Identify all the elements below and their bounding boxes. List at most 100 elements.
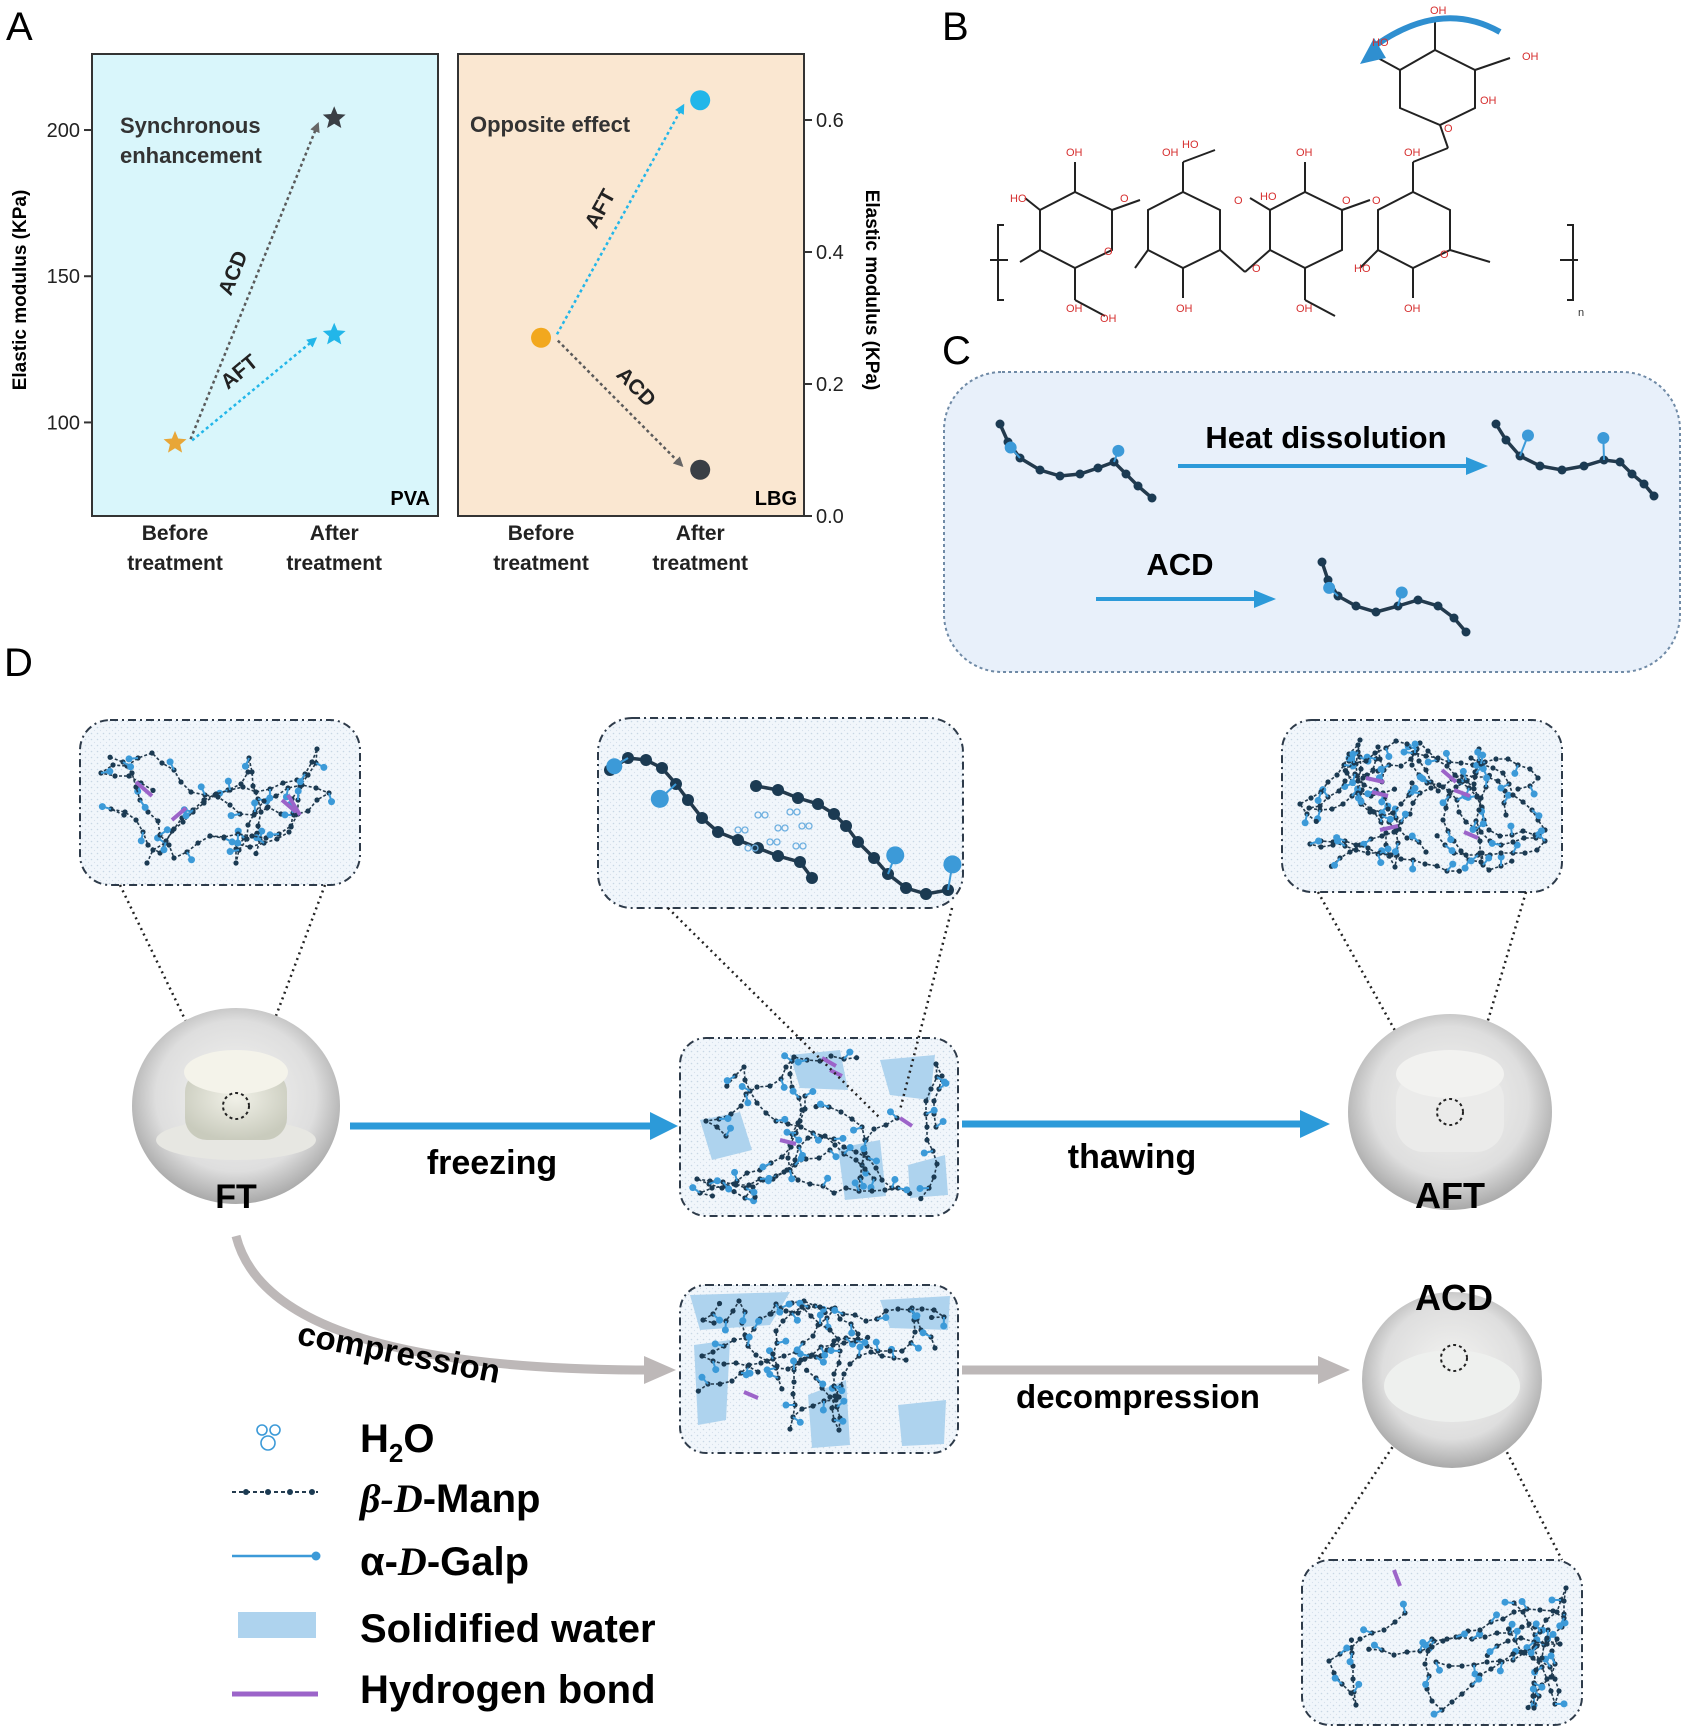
mannose-unit bbox=[932, 1345, 938, 1351]
y-tick-label: 100 bbox=[47, 412, 80, 434]
mannose-unit bbox=[841, 1340, 847, 1346]
mannose-unit bbox=[912, 1329, 918, 1335]
mannose-unit bbox=[798, 1124, 804, 1130]
mannose-unit bbox=[1436, 782, 1442, 788]
mannose-unit bbox=[1446, 1663, 1452, 1669]
data-point-circle bbox=[531, 327, 552, 348]
mannose-unit bbox=[1440, 1638, 1446, 1644]
galactose-unit bbox=[840, 1397, 848, 1405]
chart-lbg: Elastic modulus (KPa) Opposite effect LB… bbox=[457, 53, 882, 575]
mannose-unit bbox=[1549, 1648, 1555, 1654]
mannose-unit bbox=[305, 808, 311, 814]
mannose-unit bbox=[831, 1338, 837, 1344]
mannose-unit bbox=[1491, 419, 1501, 429]
panel-c-box: Heat dissolution ACD bbox=[943, 371, 1681, 673]
acd-label-d: ACD bbox=[1415, 1277, 1493, 1318]
galactose-unit bbox=[1354, 785, 1362, 793]
galactose-unit bbox=[1485, 854, 1493, 862]
mannose-unit bbox=[755, 1369, 761, 1375]
mannose-unit bbox=[1515, 786, 1521, 792]
galactose-unit bbox=[920, 1149, 928, 1157]
galactose-unit bbox=[188, 856, 196, 864]
galactose-unit bbox=[848, 1329, 856, 1337]
galactose-unit bbox=[832, 1153, 840, 1161]
chart-pva-corner-label: PVA bbox=[390, 488, 430, 510]
galactose-unit bbox=[1314, 797, 1322, 805]
mannose-unit bbox=[812, 798, 824, 810]
hydrogen-bond bbox=[779, 1138, 797, 1146]
galactose-unit bbox=[831, 1306, 839, 1314]
mannose-unit bbox=[1500, 1616, 1506, 1622]
mannose-unit bbox=[1550, 1608, 1556, 1614]
atom-label: O bbox=[1120, 193, 1129, 205]
mannose-unit bbox=[1535, 461, 1545, 471]
mannose-unit bbox=[1505, 756, 1511, 762]
hydrogen-bond bbox=[1379, 824, 1399, 832]
galactose-unit bbox=[886, 846, 905, 865]
mannose-unit bbox=[1422, 861, 1428, 867]
mannose-unit bbox=[928, 1314, 935, 1321]
mannose-unit bbox=[817, 1304, 823, 1310]
mannose-unit bbox=[1407, 811, 1413, 817]
mannose-unit bbox=[1511, 1609, 1517, 1615]
galactose-unit bbox=[814, 1136, 822, 1144]
thawing-arrow bbox=[962, 1110, 1330, 1138]
mannose-unit bbox=[261, 798, 267, 804]
atom-label: OH bbox=[1162, 147, 1179, 159]
galactose-unit bbox=[738, 1083, 746, 1091]
mannose-unit bbox=[711, 1320, 717, 1326]
mannose-unit bbox=[1409, 762, 1415, 768]
mannose-unit bbox=[213, 791, 219, 797]
galactose-unit bbox=[759, 1163, 767, 1171]
galactose-unit bbox=[782, 1401, 790, 1409]
mannose-unit bbox=[828, 1053, 834, 1059]
galactose-unit bbox=[1378, 798, 1386, 806]
legend-hbond-label: Hydrogen bond bbox=[360, 1668, 656, 1712]
mannose-unit bbox=[245, 769, 251, 775]
mannose-unit bbox=[746, 1362, 752, 1368]
mannose-unit bbox=[841, 1371, 847, 1377]
zoom-guide-lines bbox=[118, 884, 1564, 1561]
mannose-unit bbox=[1435, 788, 1441, 794]
mannose-unit bbox=[1383, 830, 1389, 836]
galactose-unit bbox=[725, 1185, 733, 1193]
galactose-unit bbox=[1537, 827, 1545, 835]
y-tick-label: 150 bbox=[47, 266, 80, 288]
mannose-unit bbox=[791, 1054, 797, 1060]
mannose-unit bbox=[1510, 839, 1516, 845]
galactose-unit bbox=[1530, 790, 1538, 798]
mannose-unit bbox=[795, 1177, 801, 1183]
galactose-unit bbox=[727, 1124, 735, 1132]
mannose-unit bbox=[931, 1174, 937, 1180]
mannose-unit bbox=[1353, 1702, 1359, 1708]
galactose-unit bbox=[819, 1380, 827, 1388]
mannose-unit bbox=[122, 809, 128, 815]
atom-label: O bbox=[1444, 123, 1453, 135]
mannose-unit bbox=[1326, 1658, 1332, 1664]
mannose-unit bbox=[741, 1064, 747, 1070]
mannose-unit bbox=[783, 1308, 789, 1314]
mannose-unit bbox=[731, 1188, 737, 1195]
galactose-unit bbox=[227, 812, 235, 820]
galactose-unit bbox=[1416, 773, 1424, 781]
data-point-star bbox=[322, 322, 346, 345]
mannose-unit bbox=[1329, 806, 1335, 812]
water-molecule bbox=[792, 842, 800, 850]
water-molecule bbox=[754, 811, 762, 819]
galactose-unit bbox=[294, 787, 302, 795]
mannose-unit bbox=[1522, 1649, 1528, 1655]
mannose-unit bbox=[1537, 1607, 1543, 1613]
mannose-unit bbox=[1440, 817, 1446, 823]
mannose-unit bbox=[920, 888, 932, 900]
atom-label: O bbox=[1372, 195, 1381, 207]
mannose-unit bbox=[837, 1316, 843, 1322]
mannose-unit bbox=[721, 1361, 727, 1367]
galactose-unit bbox=[1384, 845, 1392, 853]
galactose-unit bbox=[1560, 1700, 1568, 1708]
ft-label: FT bbox=[215, 1178, 257, 1216]
chart-lbg-y-axis-label: Elastic modulus (KPa) bbox=[861, 190, 882, 391]
mannose-unit bbox=[798, 1357, 804, 1363]
mannose-unit bbox=[1381, 1627, 1387, 1633]
galactose-unit bbox=[606, 758, 623, 775]
galactose-unit bbox=[796, 1418, 804, 1426]
